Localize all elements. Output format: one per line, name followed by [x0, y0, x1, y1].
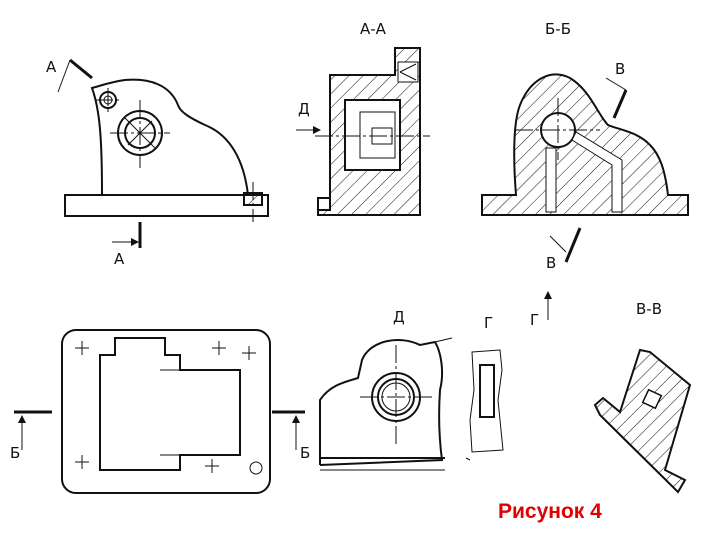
section-mark-b-right: Б — [300, 444, 310, 462]
section-bb: Б-Б В В — [481, 20, 689, 272]
view-g-title: Г — [484, 314, 493, 332]
section-vv: В-В — [593, 300, 692, 494]
section-mark-b-left: Б — [10, 444, 20, 462]
view-mark-g: Г — [530, 311, 539, 329]
view-d: Д — [319, 308, 453, 471]
section-mark-v-bottom: В — [546, 254, 556, 272]
view-d-title: Д — [393, 308, 405, 326]
front-view: А А — [46, 58, 269, 268]
view-g: Г Г — [465, 291, 552, 461]
section-mark-v-top: В — [615, 60, 625, 78]
figure-caption: Рисунок 4 — [498, 500, 602, 523]
view-mark-d-front: Д — [298, 100, 310, 118]
section-aa-title: А-А — [360, 20, 387, 38]
section-bb-title: Б-Б — [545, 20, 571, 38]
top-view: Б Б — [10, 329, 310, 494]
section-vv-title: В-В — [636, 300, 662, 318]
section-mark-a-top: А — [46, 58, 57, 76]
section-mark-a-bottom: А — [114, 250, 125, 268]
section-aa: А-А Д — [296, 20, 430, 216]
